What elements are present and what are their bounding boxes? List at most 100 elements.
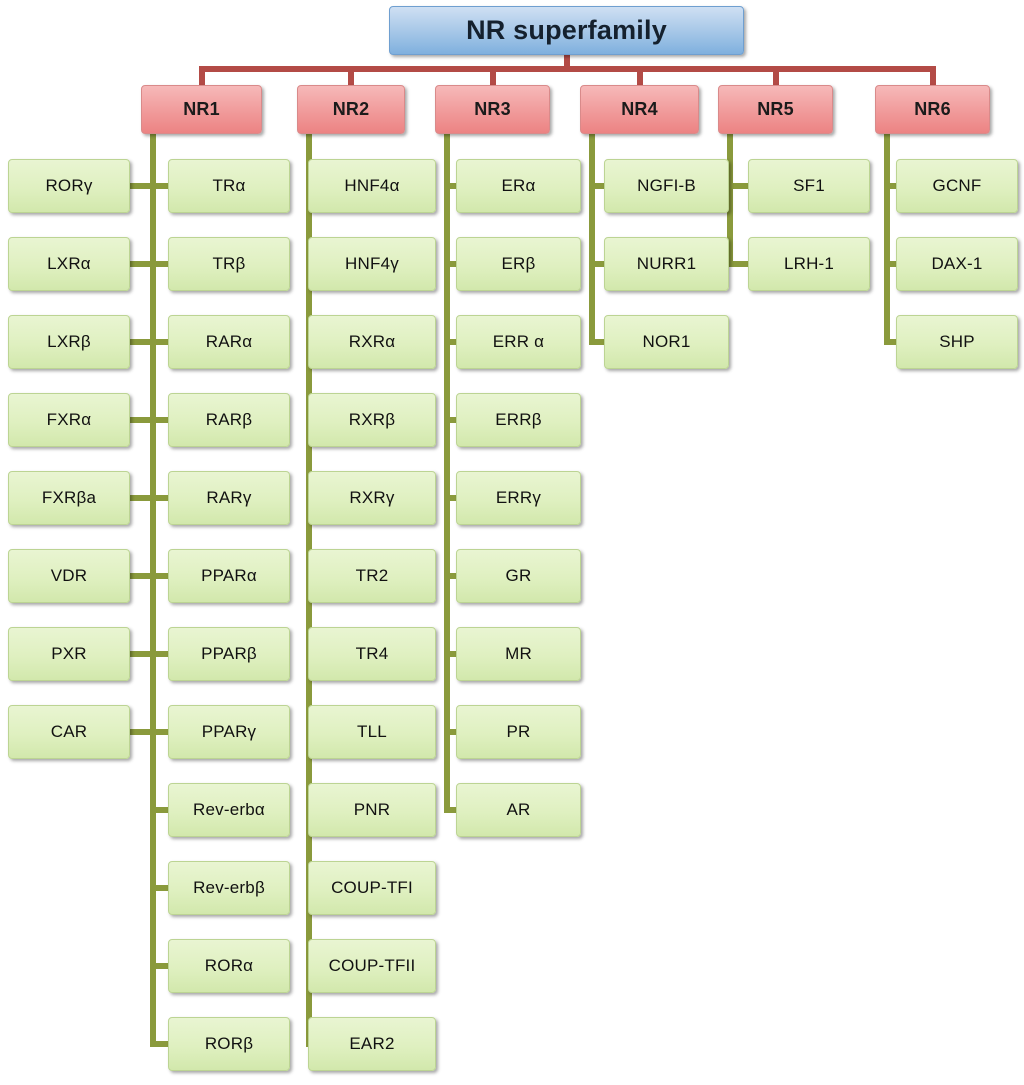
leaf-node-nr1-8[interactable]: Rev-erbα [168,783,290,837]
leaf-node-nr1-0[interactable]: TRα [168,159,290,213]
leaf-node-nr1-11[interactable]: RORβ [168,1017,290,1071]
leaf-node-nr5-1[interactable]: LRH-1 [748,237,870,291]
family-node-nr4[interactable]: NR4 [580,85,699,134]
root-branch-connector-nr1 [198,66,205,85]
family-spine-nr1 [150,134,156,1047]
extra-leaf-connector-nr1-2 [130,339,153,345]
leaf-node-nr1-2[interactable]: RARα [168,315,290,369]
leaf-connector-nr3-4 [447,495,456,501]
leaf-connector-nr1-4 [153,495,168,501]
leaf-node-nr3-4[interactable]: ERRγ [456,471,581,525]
leaf-node-nr2-3[interactable]: RXRβ [308,393,436,447]
leaf-connector-nr3-2 [447,339,456,345]
leaf-node-nr6-1[interactable]: DAX-1 [896,237,1018,291]
extra-leaf-node-nr1-5[interactable]: VDR [8,549,130,603]
leaf-connector-nr1-11 [153,1041,168,1047]
family-node-nr2[interactable]: NR2 [297,85,405,134]
root-branch-connector-nr6 [929,66,936,85]
extra-leaf-connector-nr1-6 [130,651,153,657]
extra-leaf-node-nr1-0[interactable]: RORγ [8,159,130,213]
family-node-nr5[interactable]: NR5 [718,85,833,134]
extra-leaf-connector-nr1-7 [130,729,153,735]
leaf-node-nr5-0[interactable]: SF1 [748,159,870,213]
leaf-node-nr2-4[interactable]: RXRγ [308,471,436,525]
extra-leaf-node-nr1-6[interactable]: PXR [8,627,130,681]
root-branch-connector-nr3 [489,66,496,85]
leaf-node-nr2-11[interactable]: EAR2 [308,1017,436,1071]
leaf-node-nr2-9[interactable]: COUP-TFI [308,861,436,915]
leaf-connector-nr1-7 [153,729,168,735]
extra-leaf-node-nr1-4[interactable]: FXRβa [8,471,130,525]
leaf-connector-nr3-5 [447,573,456,579]
leaf-node-nr4-1[interactable]: NURR1 [604,237,729,291]
root-node-nr-superfamily: NR superfamily [389,6,744,55]
leaf-connector-nr1-0 [153,183,168,189]
leaf-connector-nr3-6 [447,651,456,657]
leaf-node-nr2-10[interactable]: COUP-TFII [308,939,436,993]
leaf-node-nr3-2[interactable]: ERR α [456,315,581,369]
leaf-connector-nr3-0 [447,183,456,189]
extra-leaf-node-nr1-7[interactable]: CAR [8,705,130,759]
leaf-node-nr3-7[interactable]: PR [456,705,581,759]
extra-leaf-node-nr1-1[interactable]: LXRα [8,237,130,291]
root-stem-connector [563,55,570,72]
leaf-connector-nr1-8 [153,807,168,813]
leaf-connector-nr3-8 [447,807,456,813]
leaf-node-nr3-1[interactable]: ERβ [456,237,581,291]
leaf-connector-nr1-1 [153,261,168,267]
extra-leaf-node-nr1-3[interactable]: FXRα [8,393,130,447]
extra-leaf-connector-nr1-3 [130,417,153,423]
leaf-node-nr2-6[interactable]: TR4 [308,627,436,681]
leaf-connector-nr6-0 [887,183,896,189]
leaf-node-nr2-7[interactable]: TLL [308,705,436,759]
leaf-node-nr2-1[interactable]: HNF4γ [308,237,436,291]
root-branch-connector-nr5 [772,66,779,85]
leaf-node-nr1-1[interactable]: TRβ [168,237,290,291]
leaf-node-nr4-0[interactable]: NGFI-B [604,159,729,213]
family-spine-nr6 [884,134,890,345]
leaf-connector-nr3-3 [447,417,456,423]
leaf-node-nr2-2[interactable]: RXRα [308,315,436,369]
extra-leaf-node-nr1-2[interactable]: LXRβ [8,315,130,369]
leaf-node-nr3-3[interactable]: ERRβ [456,393,581,447]
leaf-connector-nr6-1 [887,261,896,267]
leaf-connector-nr4-0 [592,183,604,189]
leaf-connector-nr3-1 [447,261,456,267]
leaf-node-nr2-5[interactable]: TR2 [308,549,436,603]
leaf-node-nr2-8[interactable]: PNR [308,783,436,837]
leaf-node-nr6-0[interactable]: GCNF [896,159,1018,213]
leaf-node-nr1-6[interactable]: PPARβ [168,627,290,681]
root-branch-connector-nr2 [348,66,354,85]
family-node-nr1[interactable]: NR1 [141,85,262,134]
leaf-node-nr3-6[interactable]: MR [456,627,581,681]
leaf-node-nr4-2[interactable]: NOR1 [604,315,729,369]
leaf-node-nr3-5[interactable]: GR [456,549,581,603]
root-branch-connector-nr4 [636,66,643,85]
leaf-connector-nr4-2 [592,339,604,345]
leaf-node-nr1-10[interactable]: RORα [168,939,290,993]
extra-leaf-connector-nr1-0 [130,183,153,189]
family-spine-nr3 [444,134,450,813]
leaf-connector-nr1-10 [153,963,168,969]
root-horizontal-connector [198,66,936,72]
leaf-node-nr3-0[interactable]: ERα [456,159,581,213]
leaf-node-nr1-5[interactable]: PPARα [168,549,290,603]
leaf-node-nr1-7[interactable]: PPARγ [168,705,290,759]
family-spine-nr5 [727,134,733,267]
leaf-node-nr1-9[interactable]: Rev-erbβ [168,861,290,915]
family-spine-nr4 [589,134,595,345]
leaf-connector-nr4-1 [592,261,604,267]
leaf-connector-nr1-2 [153,339,168,345]
family-node-nr6[interactable]: NR6 [875,85,990,134]
leaf-node-nr6-2[interactable]: SHP [896,315,1018,369]
leaf-connector-nr5-1 [730,261,748,267]
extra-leaf-connector-nr1-5 [130,573,153,579]
extra-leaf-connector-nr1-4 [130,495,153,501]
family-node-nr3[interactable]: NR3 [435,85,550,134]
leaf-connector-nr1-3 [153,417,168,423]
leaf-node-nr2-0[interactable]: HNF4α [308,159,436,213]
leaf-node-nr1-3[interactable]: RARβ [168,393,290,447]
leaf-node-nr1-4[interactable]: RARγ [168,471,290,525]
leaf-node-nr3-8[interactable]: AR [456,783,581,837]
